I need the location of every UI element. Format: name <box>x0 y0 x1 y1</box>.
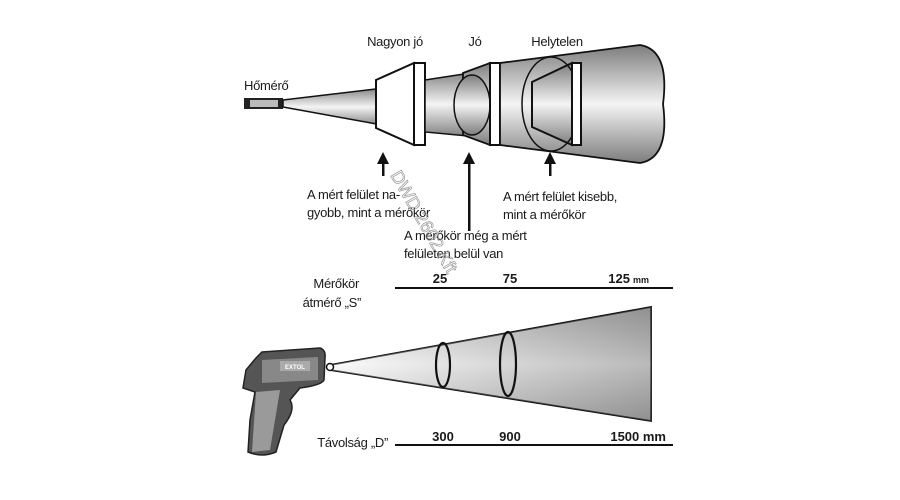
distance-label: Távolság „D” <box>317 435 388 450</box>
spot-value-25: 25 <box>433 271 447 286</box>
spot-unit: mm <box>633 275 649 285</box>
note-smaller-line1: A mért felület kisebb, <box>503 189 617 204</box>
spot-ellipse-900 <box>498 330 518 398</box>
spot-label-line2: átmérő „S” <box>303 295 361 310</box>
thermometer-label: Hőmérő <box>244 78 289 93</box>
ir-thermometer-gun-icon: EXTOL <box>242 347 335 456</box>
thermometer-icon <box>244 98 283 109</box>
arrow-up-icon <box>544 152 556 176</box>
spot-ellipse-300 <box>434 341 452 389</box>
note-inside-line2: felületen belül van <box>404 246 503 261</box>
target-plate-2 <box>489 62 501 146</box>
arrow-up-icon <box>377 152 389 176</box>
spot-value-125: 125 <box>608 271 630 286</box>
target-trapezoid-1 <box>375 61 415 147</box>
note-larger-line2: gyobb, mint a mérőkör <box>307 205 431 220</box>
cone-shading <box>330 307 651 421</box>
spot-value-75: 75 <box>503 271 517 286</box>
spot-ellipse-2 <box>453 74 491 136</box>
laser-aperture <box>325 362 335 372</box>
note-larger-line1: A mért felület na- <box>307 187 400 202</box>
distance-value-900: 900 <box>499 429 521 444</box>
label-jo: Jó <box>468 34 481 49</box>
beam-cone-3 <box>499 44 666 164</box>
note-smaller-line2: mint a mérőkör <box>503 207 586 222</box>
target-plate-3 <box>571 62 582 146</box>
brand-logo: EXTOL <box>285 365 305 371</box>
label-helytelen: Helytelen <box>531 34 583 49</box>
arrow-up-icon <box>463 152 475 231</box>
distance-value-300: 300 <box>432 429 454 444</box>
label-nagyon-jo: Nagyon jó <box>367 34 423 49</box>
spot-label-line1: Mérőkör <box>313 276 360 291</box>
distance-value-1500: 1500 mm <box>610 429 666 444</box>
target-plate-1 <box>413 62 426 146</box>
gun-display <box>280 361 310 371</box>
note-inside-line1: A mérőkör még a mért <box>404 228 527 243</box>
